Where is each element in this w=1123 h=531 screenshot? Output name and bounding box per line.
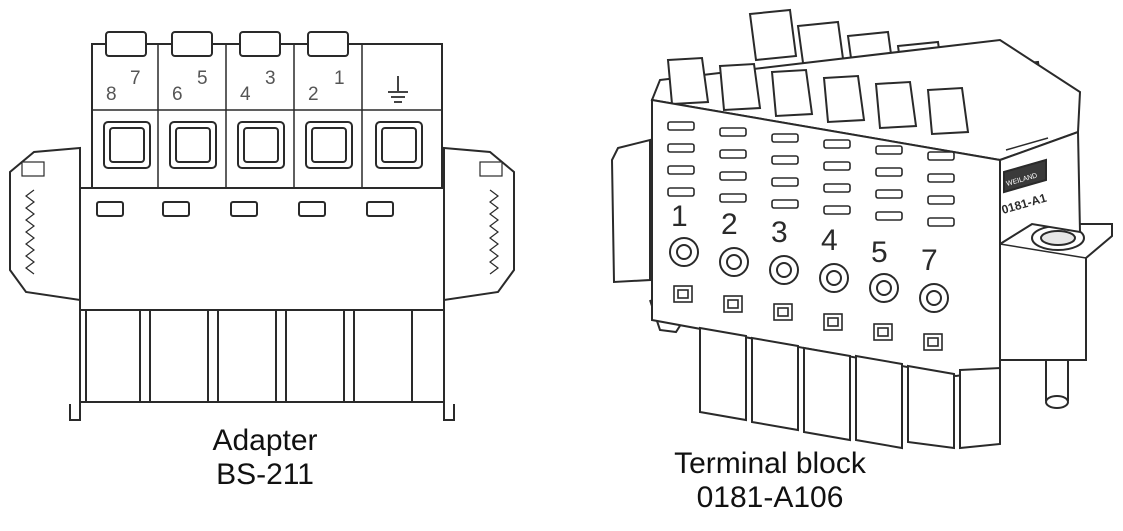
terminal-test-holes: [673, 285, 943, 351]
adapter-pin-label: 6: [172, 84, 183, 105]
terminal-front-tabs: [666, 56, 970, 136]
terminal-pin-number: 4: [821, 224, 838, 257]
adapter-pin-label: 5: [197, 68, 208, 89]
adapter-pin-label: 7: [130, 68, 141, 89]
terminal-pin-number: 7: [921, 244, 938, 277]
adapter-pin-label: 1: [334, 68, 345, 89]
terminal-pin-number: 3: [771, 216, 788, 249]
adapter-wing-ribs: [21, 161, 503, 275]
terminal-front-slots: [667, 121, 955, 227]
terminal-pin-number: 1: [671, 200, 688, 233]
adapter-pin-label: 3: [265, 68, 276, 89]
adapter-name: Adapter: [212, 424, 318, 457]
adapter-pin-label: 2: [308, 84, 319, 105]
terminal-block-caption: Terminal block 0181-A106: [620, 447, 920, 515]
adapter-caption: Adapter BS-211: [140, 424, 390, 492]
terminal-pin-number: 2: [721, 208, 738, 241]
adapter-left-wing: [9, 146, 81, 302]
terminal-pin-numbers: 1 2 3 4 5 7: [671, 200, 938, 277]
terminal-pin-number: 5: [871, 236, 888, 269]
adapter-release-tabs: [105, 31, 349, 57]
terminal-screws: [669, 237, 949, 313]
adapter-pin-labels: 8 7 6 5 4 3 2 1: [106, 68, 345, 105]
terminal-bottom-pins: [699, 326, 1001, 450]
adapter-pin-label: 4: [240, 84, 251, 105]
adapter-bottom-pins: [69, 309, 455, 421]
adapter-wire-entries: [103, 121, 423, 169]
adapter-right-wing: [443, 146, 515, 302]
adapter-model: BS-211: [216, 458, 314, 491]
terminal-block-name: Terminal block: [674, 447, 866, 480]
terminal-left-flange: [610, 138, 651, 284]
terminal-block-model: 0181-A106: [696, 481, 844, 514]
adapter-pin-label: 8: [106, 84, 117, 105]
adapter-body-slots: [96, 201, 394, 217]
terminal-side-face: [999, 130, 1082, 246]
ground-icon: [388, 76, 408, 103]
adapter-drawing: [9, 31, 515, 421]
terminal-block-drawing: [610, 8, 1113, 450]
guide-pin: [1045, 359, 1069, 401]
brand-plate: [1003, 158, 1047, 194]
